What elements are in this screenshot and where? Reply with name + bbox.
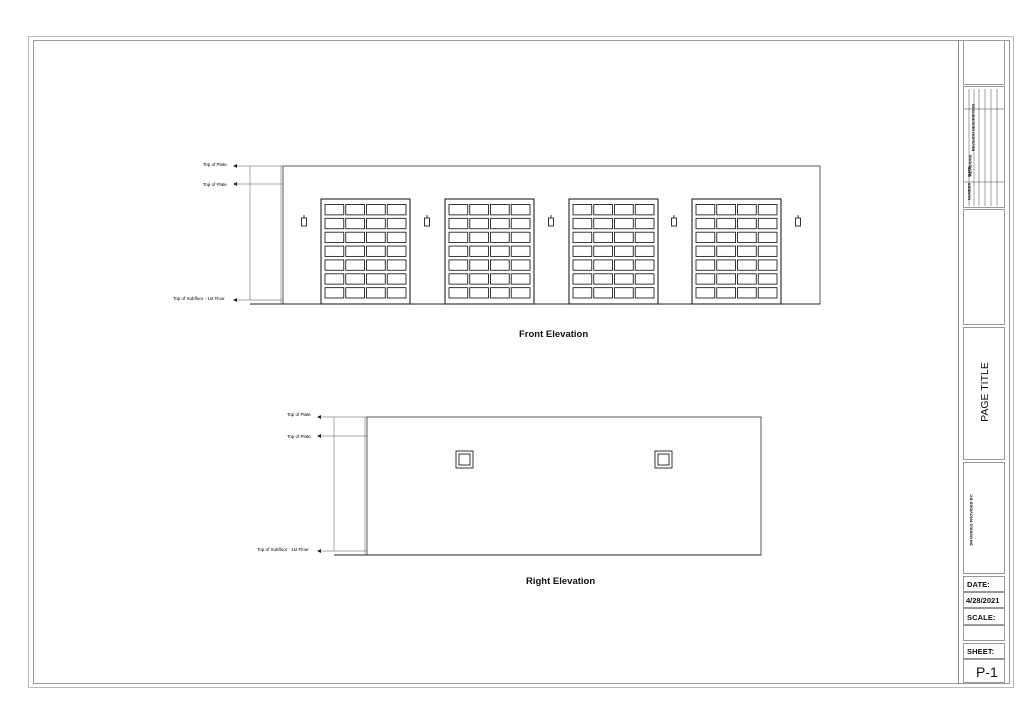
right-elevation-outline	[366, 416, 762, 556]
drawings-provided-box: DRAWINGS PROVIDED BY:	[963, 462, 1005, 574]
right-elevation-caption: Right Elevation	[526, 576, 596, 587]
revisions-table: REVISIONS NUMBER DATE REVISION DESCRIPTI…	[963, 86, 1005, 208]
right-level-label-lower: Top of Plate	[287, 434, 311, 439]
wall-light-5	[795, 215, 801, 227]
front-elevation: Top of Plate Top of Plate Top of Subfloo…	[173, 162, 821, 305]
scale-label: SCALE:	[967, 613, 996, 622]
right-level-label-bottom: Top of Subfloor - 1st Floor	[257, 547, 309, 552]
garage-door-1	[320, 198, 411, 305]
front-level-label-bottom: Top of Subfloor - 1st Floor	[173, 296, 225, 301]
scale-label-box: SCALE:	[963, 608, 1005, 625]
right-window-2	[654, 450, 673, 469]
front-level-markers	[233, 164, 237, 302]
front-level-label-lower: Top of Plate	[203, 182, 227, 187]
right-level-markers	[317, 415, 321, 553]
right-level-lines	[320, 416, 367, 555]
right-level-label-upper: Top of Plate	[287, 412, 311, 417]
drawings-provided-label: DRAWINGS PROVIDED BY:	[968, 493, 974, 546]
sheet-label-box: SHEET:	[963, 643, 1005, 659]
wall-light-2	[424, 215, 430, 227]
garage-doors	[320, 198, 782, 305]
sheet-number-box: P-1	[963, 659, 1005, 683]
scale-value-box	[963, 625, 1005, 641]
title-block	[958, 40, 1010, 684]
wall-light-4	[671, 215, 677, 227]
right-window-1	[455, 450, 474, 469]
revisions-col-description: REVISION DESCRIPTION	[970, 103, 976, 152]
wall-light-3	[548, 215, 554, 227]
date-label: DATE:	[967, 580, 990, 589]
date-value-box: 4/28/2021	[963, 592, 1005, 608]
logo-box	[963, 40, 1005, 85]
sheet-number: P-1	[976, 664, 998, 680]
revisions-grid	[964, 89, 1004, 206]
wall-light-1	[301, 215, 307, 227]
wall-lights	[301, 215, 801, 227]
garage-door-4	[691, 198, 782, 305]
front-level-lines	[236, 165, 283, 304]
revisions-col-date: DATE	[966, 166, 972, 177]
garage-door-3	[568, 198, 659, 305]
page-title-box: PAGE TITLE	[963, 327, 1005, 460]
front-level-label-upper: Top of Plate	[203, 162, 227, 167]
page-title: PAGE TITLE	[979, 362, 991, 422]
blank-box	[963, 209, 1005, 325]
front-elevation-outline	[282, 165, 821, 305]
sheet-inner-border	[33, 40, 1010, 684]
right-elevation: Top of Plate Top of Plate Top of Subfloo…	[257, 412, 762, 556]
front-elevation-caption: Front Elevation	[519, 329, 589, 340]
sheet-outer-border	[28, 36, 1014, 688]
sheet-label: SHEET:	[967, 647, 995, 656]
date-value: 4/28/2021	[966, 596, 1000, 605]
garage-door-2	[444, 198, 535, 305]
date-label-box: DATE:	[963, 576, 1005, 592]
